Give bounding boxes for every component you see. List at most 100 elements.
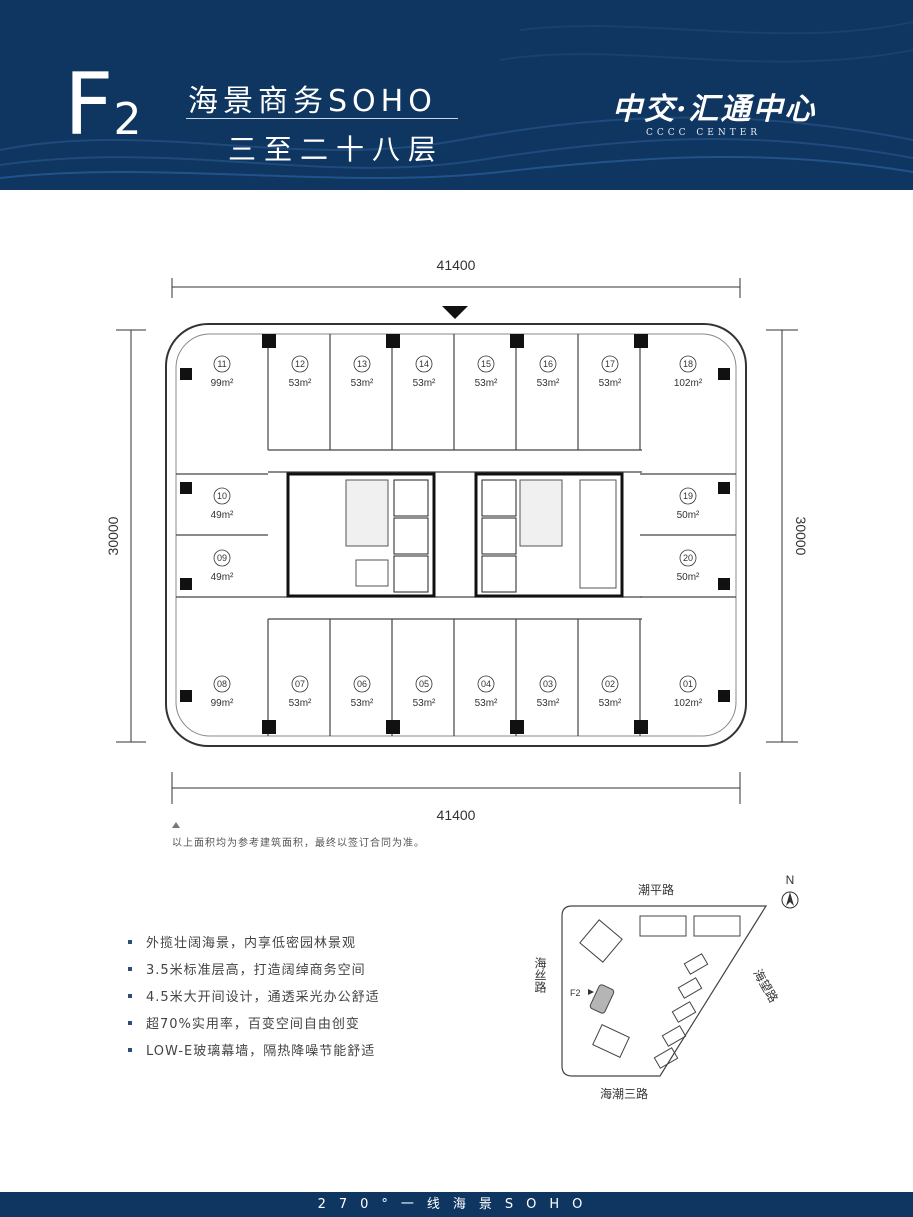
- unit-number: 01: [683, 679, 693, 689]
- unit-badge: [679, 487, 697, 505]
- note-marker-icon: [172, 822, 180, 828]
- unit-badge: [601, 675, 619, 693]
- unit-number: 19: [683, 491, 693, 501]
- unit-area: 50m²: [677, 572, 700, 583]
- unit-area: 50m²: [677, 510, 700, 521]
- core-right: [474, 472, 624, 598]
- unit-area: 53m²: [289, 378, 312, 389]
- unit-area: 49m²: [211, 510, 234, 521]
- unit-area: 53m²: [351, 698, 374, 709]
- unit-badge: [353, 675, 371, 693]
- unit-area: 53m²: [475, 698, 498, 709]
- site-buildings: [579, 915, 741, 1069]
- entrance-arrow-icon: [442, 306, 468, 319]
- unit-badge: [213, 355, 231, 373]
- unit-badge: [415, 675, 433, 693]
- unit-number: 02: [605, 679, 615, 689]
- unit-number: 08: [217, 679, 227, 689]
- unit-badge: [539, 675, 557, 693]
- units-bottom: 08 99m² 07 53m² 06 53m² 05 53m² 04 53m² 03 53m² 02 53…: [211, 675, 703, 709]
- unit-area: 102m²: [674, 698, 703, 709]
- unit-number: 11: [217, 359, 226, 369]
- unit-area: 53m²: [289, 698, 312, 709]
- unit-number: 14: [419, 359, 429, 369]
- unit-badge: [213, 549, 231, 567]
- f2-marker: F2: [570, 988, 581, 998]
- dimension-right: 30000: [793, 517, 809, 556]
- north-arrow-icon: [786, 892, 794, 906]
- unit-number: 16: [543, 359, 553, 369]
- page-title: 海景商务SOHO: [188, 84, 437, 119]
- unit-badge: [291, 355, 309, 373]
- unit-area: 53m²: [537, 698, 560, 709]
- unit-number: 12: [295, 359, 305, 369]
- unit-badge: [679, 675, 697, 693]
- unit-badge: [477, 355, 495, 373]
- feature-item: 超70%实用率，百变空间自由创变: [128, 1009, 380, 1036]
- unit-area: 102m²: [674, 378, 703, 389]
- unit-area: 49m²: [211, 572, 234, 583]
- unit-number: 07: [295, 679, 305, 689]
- floor-plan: 41400 41400 30000 30000: [105, 257, 809, 823]
- unit-number: 05: [419, 679, 429, 689]
- unit-area: 53m²: [599, 698, 622, 709]
- f2-building-highlight: [589, 984, 615, 1014]
- unit-badge: [415, 355, 433, 373]
- core-left: [286, 472, 436, 598]
- unit-badge: [291, 675, 309, 693]
- brand-logo-en: CCCC CENTER: [646, 128, 762, 138]
- unit-number: 15: [481, 359, 491, 369]
- unit-number: 18: [683, 359, 693, 369]
- unit-area: 53m²: [599, 378, 622, 389]
- compass-label: N: [786, 873, 795, 887]
- feature-item: LOW-E玻璃幕墙，隔热降噪节能舒适: [128, 1036, 380, 1063]
- unit-number: 20: [683, 553, 693, 563]
- unit-badge: [213, 487, 231, 505]
- footer-banner: 270°一线海景SOHO: [0, 1192, 913, 1217]
- unit-area: 99m²: [211, 698, 234, 709]
- feature-list: 外揽壮阔海景，内享低密园林景观 3.5米标准层高，打造阔绰商务空间 4.5米大开…: [128, 928, 380, 1063]
- dimension-bottom: 41400: [437, 807, 476, 823]
- unit-area: 53m²: [475, 378, 498, 389]
- unit-area: 53m²: [413, 698, 436, 709]
- area-disclaimer: 以上面积均为参考建筑面积，最终以签订合同为准。: [172, 838, 425, 849]
- road-east: 海望路: [750, 966, 781, 1005]
- title-divider: [186, 118, 458, 119]
- unit-badge: [477, 675, 495, 693]
- road-south: 海潮三路: [600, 1086, 648, 1101]
- units-top: 1199m²1253m²1353m²1453m²1553m²1653m²1753…: [211, 355, 703, 389]
- floor-range: 三至二十八层: [228, 133, 445, 166]
- site-map: 潮平路 海潮三路 海丝路 海望路 F2 N: [533, 873, 799, 1101]
- unit-area: 99m²: [211, 378, 234, 389]
- unit-area: 53m²: [537, 378, 560, 389]
- units-side: 10 49m² 09 49m² 19 50m² 20 50m²: [211, 487, 700, 583]
- feature-item: 外揽壮阔海景，内享低密园林景观: [128, 928, 380, 955]
- structural-columns: [180, 334, 730, 734]
- unit-number: 04: [481, 679, 491, 689]
- unit-badge: [539, 355, 557, 373]
- feature-item: 3.5米标准层高，打造阔绰商务空间: [128, 955, 380, 982]
- unit-badge: [601, 355, 619, 373]
- dimension-left: 30000: [105, 516, 121, 555]
- unit-number: 03: [543, 679, 553, 689]
- unit-number: 10: [217, 491, 227, 501]
- unit-badge: [679, 355, 697, 373]
- unit-area: 53m²: [413, 378, 436, 389]
- building-code: F2: [64, 55, 142, 155]
- dimension-top: 41400: [437, 257, 476, 273]
- room-walls: [176, 334, 736, 736]
- unit-number: 13: [357, 359, 367, 369]
- unit-number: 09: [217, 553, 227, 563]
- unit-badge: [353, 355, 371, 373]
- unit-number: 17: [605, 359, 615, 369]
- brand-logo-cn: 中交·汇通中心: [612, 92, 817, 127]
- wave-pattern: [0, 21, 913, 179]
- unit-badge: [213, 675, 231, 693]
- road-north: 潮平路: [638, 882, 674, 897]
- header-banner: F2 海景商务SOHO 三至二十八层 中交·汇通中心 CCCC CENTER: [0, 0, 913, 190]
- unit-badge: [679, 549, 697, 567]
- building-outline: [165, 323, 747, 747]
- unit-number: 06: [357, 679, 367, 689]
- f2-pointer-icon: [588, 989, 594, 995]
- road-west: 海丝路: [533, 956, 547, 994]
